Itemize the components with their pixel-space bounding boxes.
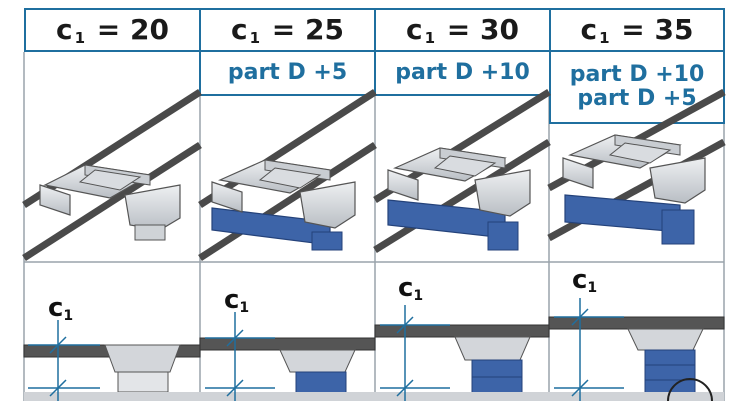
note-box-4: part D +10 part D +5 bbox=[549, 52, 725, 124]
section-illustration-4 bbox=[548, 298, 725, 401]
note-line: part D +5 bbox=[577, 86, 697, 111]
clip-illustration-1 bbox=[22, 89, 202, 261]
section-illustration-2 bbox=[199, 312, 376, 401]
section-illustration-1 bbox=[23, 320, 201, 401]
note-line: part D +10 bbox=[569, 62, 705, 87]
clip-illustration-3 bbox=[373, 89, 551, 253]
note-line: part D +10 bbox=[395, 60, 530, 85]
note-box-3: part D +10 bbox=[374, 52, 551, 96]
dimension-label-2: c1 bbox=[224, 285, 250, 316]
section-illustration-3 bbox=[374, 305, 550, 401]
dimension-label-3: c1 bbox=[398, 273, 424, 304]
dimension-label-4: c1 bbox=[572, 265, 598, 296]
clip-illustration-2 bbox=[198, 89, 377, 261]
clip-illustration-4 bbox=[547, 88, 726, 245]
note-line: part D +5 bbox=[227, 60, 348, 85]
note-box-2: part D +5 bbox=[199, 52, 376, 96]
dimension-label-1: c1 bbox=[48, 293, 74, 324]
